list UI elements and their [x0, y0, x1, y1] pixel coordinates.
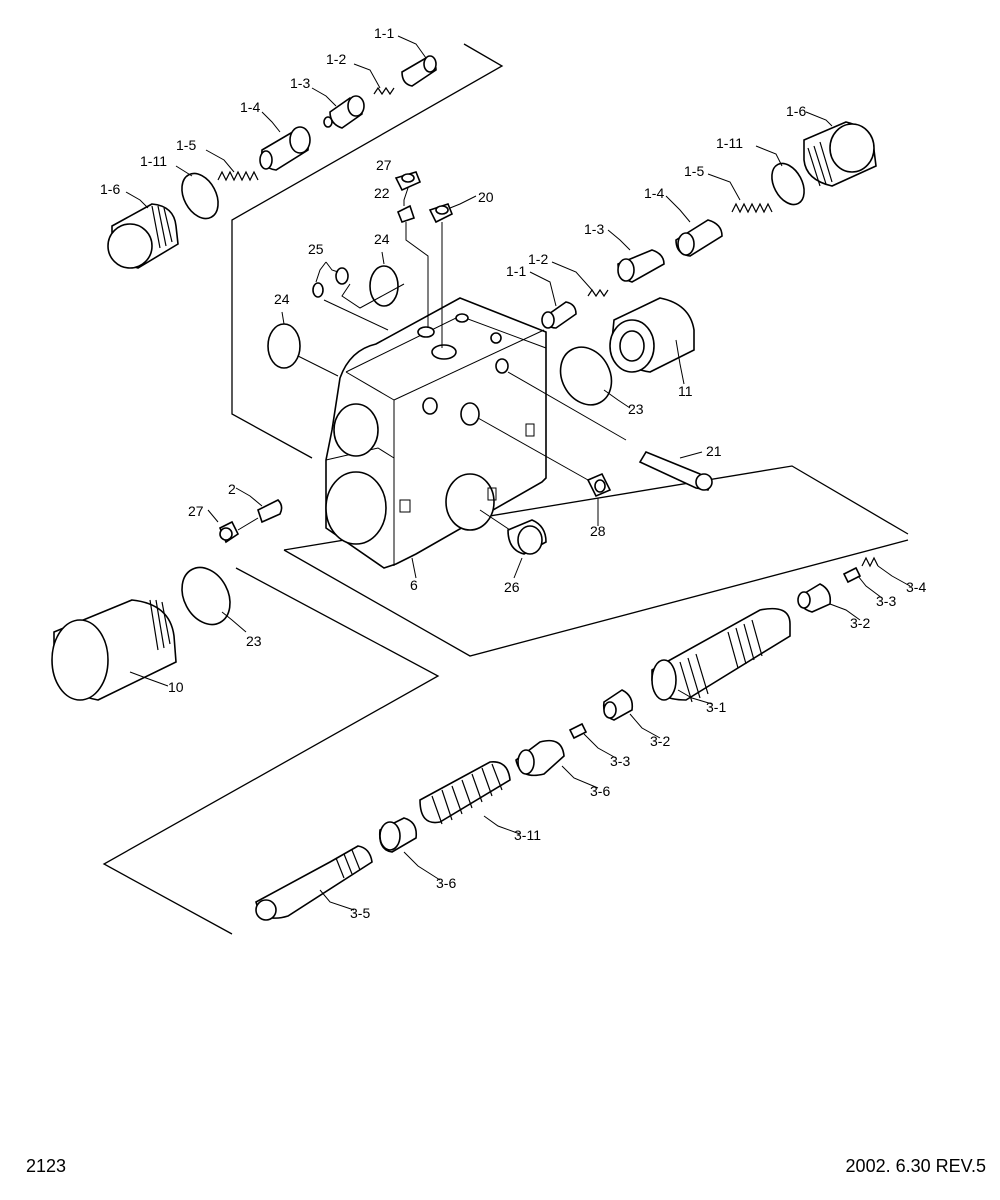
callout-label: 23: [628, 401, 644, 417]
callout-label: 1-11: [716, 135, 743, 151]
page-number: 2123: [26, 1156, 67, 1176]
top-small-parts: [267, 171, 454, 377]
callout-label: 1-1: [374, 25, 394, 41]
callout-label: 1-3: [584, 221, 604, 237]
side-small-parts: [218, 371, 713, 555]
callout-label: 23: [246, 633, 262, 649]
assembly-outline-lower: [102, 567, 440, 935]
callout-label: 21: [706, 443, 722, 459]
callout-label: 28: [590, 523, 606, 539]
callout-label: 3-3: [876, 593, 896, 609]
callout-label: 1-11: [140, 153, 167, 169]
callout-label: 3-3: [610, 753, 630, 769]
callout-label: 24: [274, 291, 290, 307]
callout-label: 1-5: [684, 163, 704, 179]
upper-left-cartridge: [107, 55, 437, 269]
callout-label: 1-6: [786, 103, 806, 119]
callout-label: 6: [410, 577, 418, 593]
callout-label: 3-2: [850, 615, 870, 631]
callout-label: 27: [188, 503, 204, 519]
callout-label: 11: [678, 383, 693, 399]
callout-label: 1-2: [528, 251, 548, 267]
callout-label: 26: [504, 579, 520, 595]
callout-label: 25: [308, 241, 324, 257]
callout-label: 1-1: [506, 263, 526, 279]
upper-right-cartridge: [541, 121, 877, 406]
callout-label: 3-6: [590, 783, 610, 799]
callout-label: 27: [376, 157, 392, 173]
callout-label: 3-2: [650, 733, 670, 749]
callout-label: 3-11: [514, 827, 541, 843]
lower-cartridge: [255, 556, 879, 921]
callout-label: 2: [228, 481, 236, 497]
callout-label: 1-6: [100, 181, 120, 197]
assembly-outline-upper-left: [231, 43, 504, 459]
callout-labels: 1-1 1-2 1-3 1-4 1-5 1-11 1-6 27 22 20 25…: [100, 25, 926, 921]
callout-label: 22: [374, 185, 390, 201]
callout-label: 1-2: [326, 51, 346, 67]
callout-leader-lines: [125, 35, 911, 911]
callout-label: 1-3: [290, 75, 310, 91]
left-plug: [51, 566, 231, 701]
callout-label: 3-1: [706, 699, 726, 715]
callout-label: 24: [374, 231, 390, 247]
callout-label: 3-4: [906, 579, 926, 595]
callout-label: 1-4: [644, 185, 664, 201]
valve-body: [325, 297, 547, 569]
callout-label: 1-5: [176, 137, 196, 153]
callout-label: 3-5: [350, 905, 370, 921]
callout-label: 10: [168, 679, 184, 695]
callout-label: 3-6: [436, 875, 456, 891]
callout-label: 20: [478, 189, 494, 205]
revision-date: 2002. 6.30 REV.5: [845, 1156, 986, 1176]
callout-label: 1-4: [240, 99, 260, 115]
